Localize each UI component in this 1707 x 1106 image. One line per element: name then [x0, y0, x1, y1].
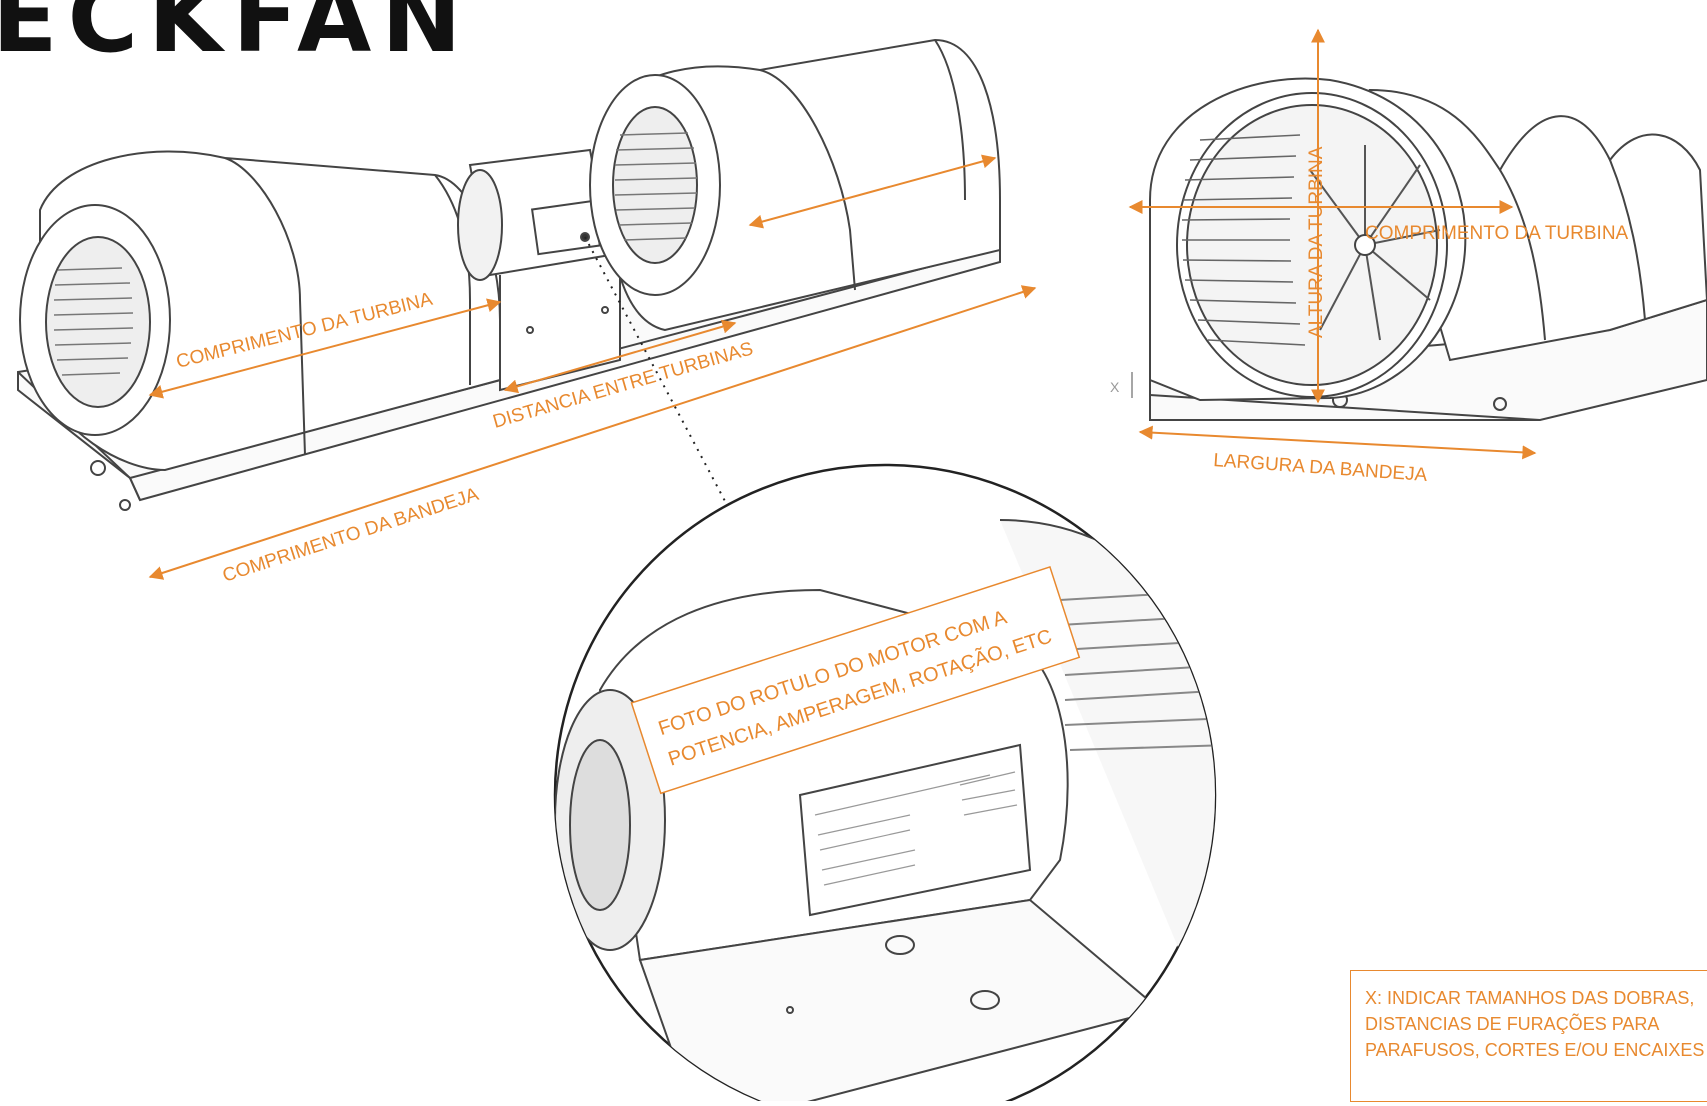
- brand-logo: ECKFAN: [0, 0, 472, 74]
- note-line-1: X: INDICAR TAMANHOS DAS DOBRAS,: [1365, 988, 1695, 1008]
- double-blower-drawing: [17, 38, 1001, 511]
- label-altura-turbina: ALTURA DA TURBINA: [1306, 146, 1327, 338]
- label-largura-bandeja: LARGURA DA BANDEJA: [1213, 450, 1429, 486]
- note-box: X: INDICAR TAMANHOS DAS DOBRAS, DISTANCI…: [1350, 970, 1707, 1102]
- side-view-drawing: [1149, 77, 1707, 421]
- label-comprimento-bandeja: COMPRIMENTO DA BANDEJA: [220, 484, 481, 587]
- arrow-comprimento-bandeja: [148, 285, 1037, 580]
- label-comprimento-turbina-right: COMPRIMENTO DA TURBINA: [1365, 223, 1629, 244]
- note-line-3: PARAFUSOS, CORTES E/OU ENCAIXES: [1365, 1040, 1705, 1060]
- arrow-largura-bandeja: [1138, 425, 1537, 460]
- arrow-comprimento-turbina-top: [748, 154, 997, 229]
- label-x-marker: X: [1110, 379, 1120, 395]
- note-line-2: DISTANCIAS DE FURAÇÕES PARA: [1365, 1014, 1660, 1034]
- dimension-arrows: [148, 28, 1537, 580]
